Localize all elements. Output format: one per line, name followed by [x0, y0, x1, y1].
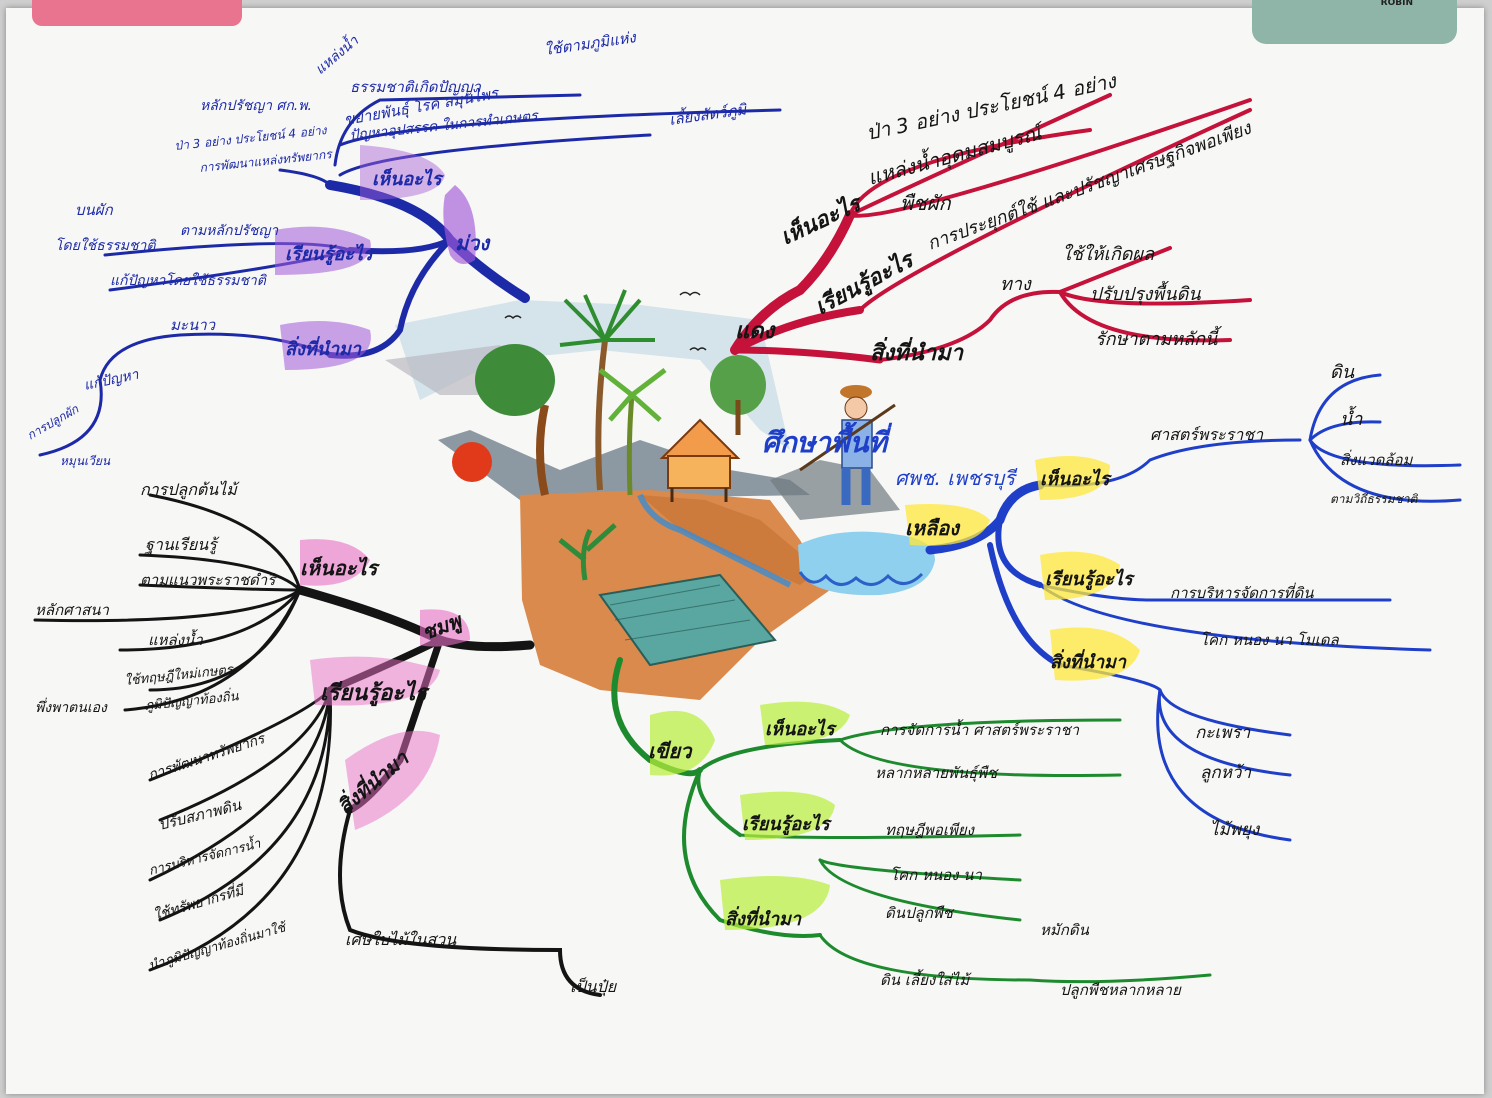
red-bring-item-4: รักษาตามหลักนี้: [1095, 325, 1223, 350]
pink-learn-label: เรียนรู้อะไร: [320, 679, 430, 707]
green-see-item-1: การจัดการน้ำ ศาสตร์พระราชา: [880, 719, 1080, 739]
purple-learn-item-3: ตามหลักปรัชญา: [180, 223, 279, 239]
red-bring-item-2: ใช้ให้เกิดผล: [1062, 243, 1155, 265]
red-branch-name: แดง: [735, 319, 776, 344]
green-see-item-2: หลากหลายพันธุ์พืช: [875, 764, 999, 782]
blue-see-label: เห็นอะไร: [1040, 468, 1113, 490]
red-bring-item-1: ทาง: [1000, 274, 1032, 295]
green-see-label: เห็นอะไร: [765, 718, 838, 740]
pink-see-item-7: พึ่งพาตนเอง: [35, 697, 108, 716]
purple-learn-item-4: แก้ปัญหาโดยใช้ธรรมชาติ: [110, 272, 268, 289]
blue-see-item-1: ศาสตร์พระราชา: [1150, 425, 1264, 444]
blue-see-item-3: น้ำ: [1340, 405, 1363, 430]
blue-branch-lines: [925, 373, 1462, 842]
pink-see-item-5: แหล่งน้ำ: [148, 629, 203, 649]
green-learn-label: เรียนรู้อะไร: [742, 813, 833, 836]
pink-learn-item-5: นำภูมิปัญญาท้องถิ่นมาใช้: [146, 917, 290, 974]
purple-see-item-9: การพัฒนาแหล่งทรัพยากร: [199, 147, 334, 175]
pink-see-item-1: การปลูกต้นไม้: [140, 480, 240, 500]
green-bring-label: สิ่งที่นำมา: [725, 906, 802, 930]
blue-learn-label: เรียนรู้อะไร: [1045, 568, 1136, 591]
purple-see-item-3: ใช้ตามภูมิแห่ง: [543, 28, 638, 59]
blue-learn-item-2: โคก หนอง นา โมเดล: [1200, 631, 1339, 649]
blue-see-item-4: สิ่งแวดล้อม: [1340, 449, 1414, 469]
red-bring-label: สิ่งที่นำมา: [870, 336, 965, 366]
green-learn-item-2: โคก หนอง นา: [890, 866, 982, 884]
red-see-label: เห็นอะไร: [776, 189, 867, 251]
highlights: [275, 145, 1140, 930]
pink-bring-item-1: เศษใบไม้ในสวน: [345, 930, 457, 949]
blue-see-item-2: ดิน: [1330, 362, 1355, 383]
pink-see-label: เห็นอะไร: [300, 556, 381, 580]
pink-see-item-6: ใช้ทฤษฎีใหม่เกษตร: [124, 661, 236, 688]
purple-see-item-5: ป่า 3 อย่าง ประโยชน์ 4 อย่าง: [174, 123, 328, 153]
purple-see-item-1: แหล่งน้ำ: [310, 30, 362, 78]
blue-bring-label: สิ่งที่นำมา: [1050, 649, 1127, 673]
pink-see-item-4: หลักศาสนา: [35, 601, 110, 619]
blue-bring-item-2: ลูกหว้า: [1200, 763, 1251, 783]
pink-learn-item-4: ใช้ทรัพยากรที่มี: [151, 879, 247, 923]
blue-bring-item-3: ไม้พยุง: [1210, 819, 1261, 840]
purple-bring-item-2: แก้ปัญหา: [83, 367, 142, 394]
green-bring-item-2: ปลูกพืชหลากหลาย: [1060, 981, 1182, 999]
green-learn-item-4: หมักดิน: [1040, 921, 1090, 939]
purple-bring-item-1: มะนาว: [170, 316, 217, 334]
central-illustration: [385, 289, 935, 700]
teal-clip: ROBIN: [1252, 0, 1457, 44]
pink-see-item-2: ฐานเรียนรู้: [144, 535, 220, 555]
purple-see-item-2: ธรรมชาติเกิดปัญญา: [350, 78, 482, 96]
red-branch-lines: [730, 93, 1252, 364]
green-branch-lines: [611, 657, 1212, 984]
center-subtitle: ศพช. เพชรบุรี: [895, 466, 1018, 491]
blue-branch-name: เหลือง: [905, 516, 961, 540]
purple-see-item-8: เลี้ยงสัตว์ภูมิ: [668, 98, 750, 129]
blue-bring-item-1: กะเพรา: [1195, 723, 1251, 743]
pink-see-item-3: ตามแนวพระราชดำริ: [140, 571, 277, 589]
green-branch-name: เขียว: [648, 739, 693, 763]
red-see-item-3: พืชผัก: [900, 191, 951, 215]
red-bring-item-3: ปรับปรุงพื้นดิน: [1090, 280, 1201, 305]
purple-see-label: เห็นอะไร: [372, 168, 445, 190]
purple-bring-item-3: การปลูกผัก: [25, 402, 82, 444]
purple-learn-label: เรียนรู้อะไร: [285, 243, 376, 266]
green-learn-item-3: ดินปลูกพืช: [885, 904, 955, 922]
purple-see-item-4: หลักปรัชญา ศก.พ.: [200, 98, 312, 114]
blue-see-item-5: ตามวิถีธรรมชาติ: [1330, 492, 1418, 506]
purple-bring-label: สิ่งที่นำมา: [285, 336, 362, 360]
green-learn-item-1: ทฤษฎีพอเพียง: [885, 821, 976, 839]
pink-bring-item-2: เป็นปุ๋ย: [570, 977, 618, 997]
clip-brand: ROBIN: [1380, 0, 1413, 8]
purple-learn-item-1: บนผัก: [75, 201, 114, 219]
purple-branch-name: ม่วง: [455, 231, 491, 255]
purple-bring-item-4: หมุนเวียน: [60, 454, 111, 469]
center-title: ศึกษาพื้นที่: [762, 421, 893, 459]
pink-clip: [32, 0, 242, 26]
green-bring-item-1: ดิน เลี้ยงใส่ไม้: [880, 969, 972, 989]
blue-learn-item-1: การบริหารจัดการที่ดิน: [1170, 582, 1314, 602]
purple-learn-item-2: โดยใช้ธรรมชาติ: [55, 237, 157, 254]
